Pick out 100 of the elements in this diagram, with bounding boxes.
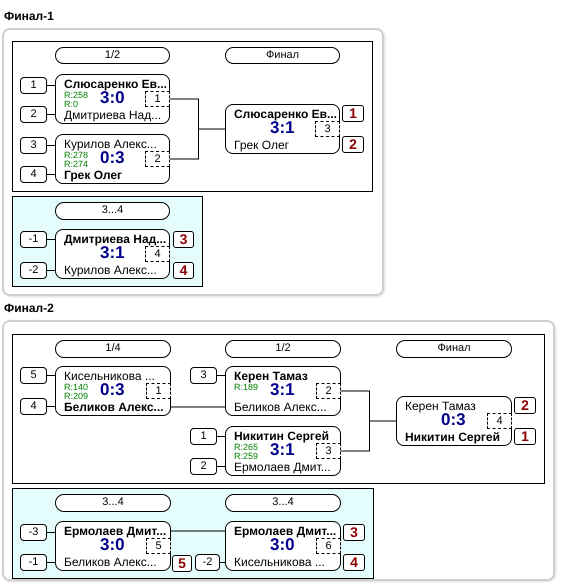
- round-header: 3...4: [55, 202, 170, 220]
- seed-number: 3: [20, 137, 47, 154]
- bracket-line: [46, 406, 56, 407]
- round-header: 3...4: [225, 494, 341, 512]
- match-score: 0:3: [100, 380, 125, 400]
- bracket-line: [170, 128, 226, 160]
- bracket-line: [46, 532, 56, 533]
- player-name: Керен Тамаз: [405, 399, 476, 413]
- round-header: Финал: [225, 47, 340, 64]
- match-card: [225, 426, 341, 476]
- rating: R:209: [64, 391, 88, 401]
- bracket-line: [46, 174, 56, 175]
- third-place-panel: [12, 488, 374, 579]
- place-number: 2: [514, 397, 536, 414]
- section-title: Финал-2: [4, 301, 54, 315]
- seed-number: -1: [20, 554, 47, 571]
- player-name: Ермолаев Дмит...: [234, 524, 336, 538]
- rating: R:189: [234, 382, 258, 392]
- match-number: 3: [316, 443, 341, 459]
- match-card: [55, 229, 170, 279]
- player-name: Беликов Алекс...: [64, 400, 164, 414]
- player-name: Курилов Алекс...: [64, 137, 157, 151]
- round-header: 3...4: [55, 494, 171, 512]
- player-name: Грек Олег: [234, 138, 290, 152]
- bracket-line: [46, 270, 56, 271]
- place-number: 4: [173, 262, 194, 279]
- place-number: 3: [343, 524, 365, 541]
- match-score: 0:3: [100, 148, 125, 168]
- seed-number: -2: [195, 554, 220, 571]
- seed-number: -2: [20, 262, 47, 279]
- match-number: 4: [145, 246, 170, 262]
- seed-number: 5: [20, 367, 47, 384]
- player-name: Курилов Алекс...: [64, 263, 157, 277]
- player-name: Дмитриева Над...: [64, 108, 162, 122]
- match-number: 2: [145, 151, 170, 167]
- player-name: Кисельникова ...: [64, 369, 155, 383]
- bracket-line: [170, 406, 226, 408]
- match-score: 3:1: [270, 380, 295, 400]
- player-name: Ермолаев Дмит...: [234, 460, 331, 474]
- rating: R:278: [64, 150, 88, 160]
- seed-number: -1: [20, 231, 47, 248]
- place-number: 5: [172, 555, 192, 572]
- place-number: 4: [343, 554, 365, 571]
- player-name: Грек Олег: [64, 168, 122, 182]
- place-number: 1: [514, 428, 536, 445]
- match-number: 3: [315, 121, 340, 137]
- bracket-panel: [12, 334, 545, 484]
- match-score: 3:0: [270, 535, 295, 555]
- rating: R:258: [64, 90, 88, 100]
- bracket-line: [340, 420, 396, 452]
- match-number: 1: [146, 383, 171, 399]
- match-card: [55, 134, 170, 184]
- bracket-line: [216, 466, 226, 467]
- player-name: Никитин Сергей: [234, 429, 329, 443]
- match-score: 0:3: [441, 410, 466, 430]
- bracket-line: [216, 436, 226, 437]
- section-title: Финал-1: [4, 9, 54, 23]
- seed-number: 1: [190, 428, 217, 445]
- bracket-line: [46, 375, 56, 376]
- seed-number: -3: [20, 524, 47, 541]
- rating: R:140: [64, 382, 88, 392]
- match-number: 6: [316, 538, 341, 554]
- match-card: [225, 521, 341, 571]
- bracket-line: [46, 239, 56, 240]
- player-name: Слюсаренко Ев...: [64, 77, 168, 91]
- place-number: 1: [342, 105, 364, 122]
- player-name: Слюсаренко Ев...: [234, 107, 338, 121]
- bracket-line: [46, 85, 56, 86]
- seed-number: 1: [20, 77, 47, 94]
- player-name: Дмитриева Над...: [64, 232, 166, 246]
- bracket-line: [46, 114, 56, 115]
- rating: R:0: [64, 99, 78, 109]
- match-number: 5: [146, 538, 171, 554]
- match-card: [55, 521, 171, 571]
- match-score: 3:1: [100, 243, 125, 263]
- player-name: Беликов Алекс...: [64, 555, 157, 569]
- round-header: 1/4: [55, 340, 171, 358]
- place-number: 3: [173, 231, 194, 248]
- round-header: 1/2: [225, 340, 341, 358]
- player-name: Кисельникова ...: [234, 555, 325, 569]
- seed-number: 4: [20, 398, 47, 415]
- player-name: Беликов Алекс...: [234, 400, 327, 414]
- match-card: [55, 366, 171, 416]
- match-number: 1: [145, 91, 170, 107]
- player-name: Керен Тамаз: [234, 369, 308, 383]
- seed-number: 2: [190, 458, 217, 475]
- seed-number: 3: [190, 367, 217, 384]
- bracket-line: [220, 562, 226, 563]
- match-score: 3:1: [270, 440, 295, 460]
- match-number: 4: [487, 413, 512, 429]
- rating: R:274: [64, 159, 88, 169]
- match-number: 2: [316, 383, 341, 399]
- place-number: 2: [342, 136, 364, 153]
- seed-number: 4: [20, 166, 47, 183]
- bracket-line: [46, 145, 56, 146]
- round-header: Финал: [396, 340, 512, 358]
- player-name: Никитин Сергей: [405, 430, 500, 444]
- match-card: [225, 366, 341, 416]
- seed-number: 2: [20, 106, 47, 123]
- round-header: 1/2: [55, 47, 170, 64]
